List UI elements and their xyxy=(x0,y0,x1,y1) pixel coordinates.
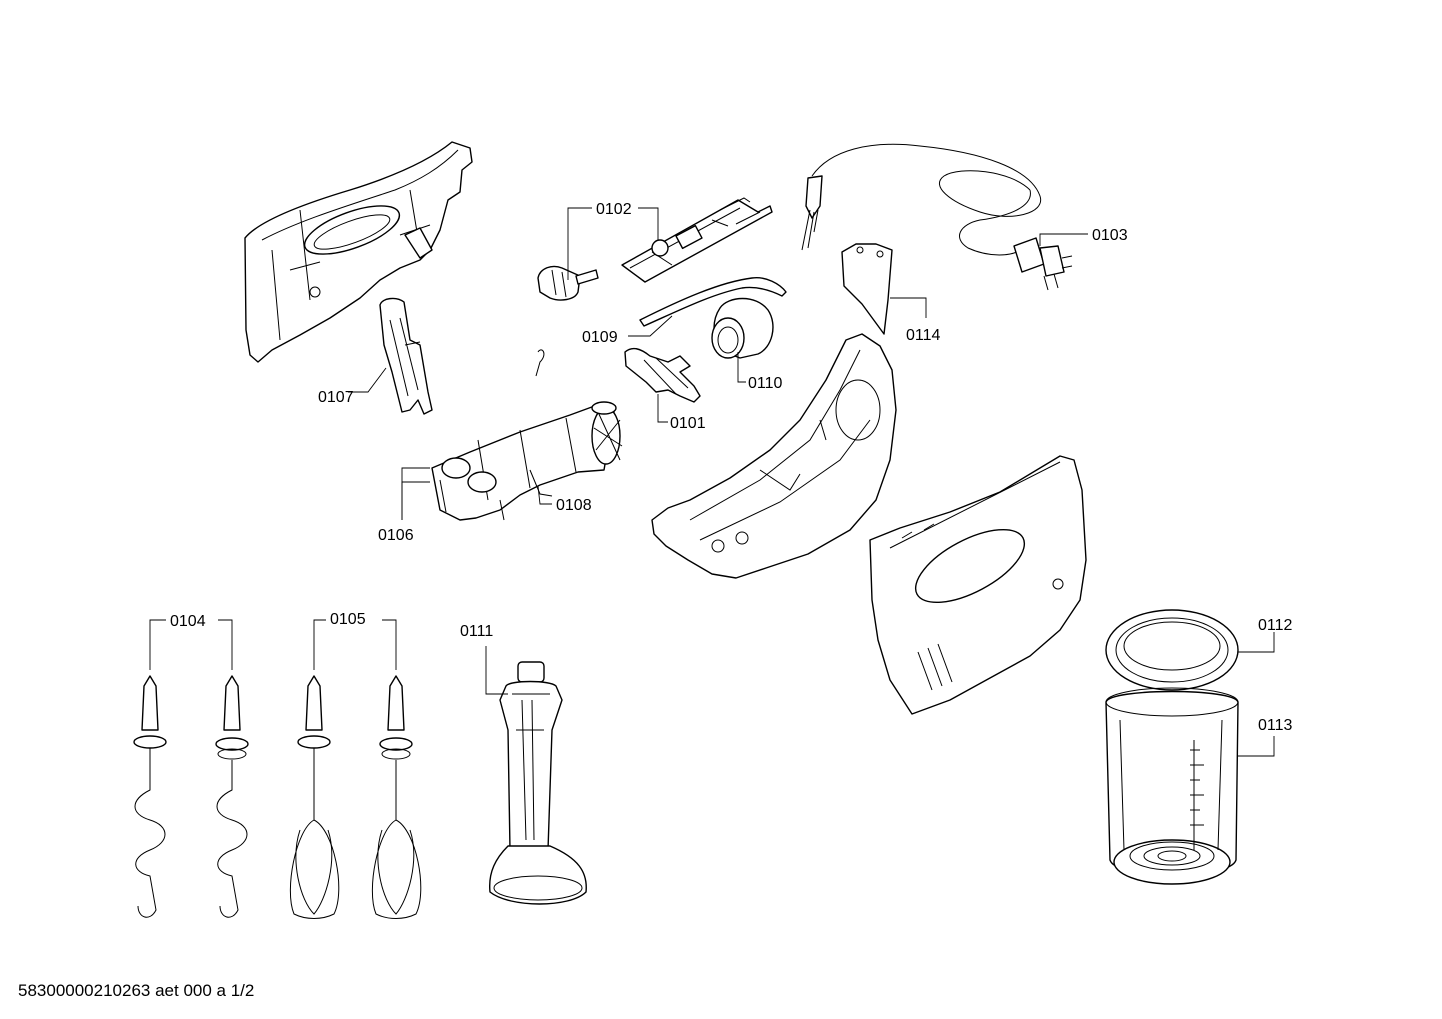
label-0109: 0109 xyxy=(582,329,618,346)
upper-housing-shell xyxy=(244,141,473,363)
motor-bracket-part: 0101 xyxy=(535,347,706,432)
switch-knob-part: 0102 xyxy=(537,201,659,301)
label-0111: 0111 xyxy=(460,623,493,640)
leader-0107 xyxy=(348,367,387,393)
label-0104: 0104 xyxy=(170,613,206,630)
label-0106: 0106 xyxy=(378,527,414,544)
label-0105: 0105 xyxy=(330,611,366,628)
leader-0108 xyxy=(537,485,552,505)
label-0103: 0103 xyxy=(1092,227,1128,244)
leader-0102-right xyxy=(638,207,659,246)
document-id: 58300000210263 aet 000 a 1/2 xyxy=(18,981,255,1000)
label-0107: 0107 xyxy=(318,389,354,406)
circuit-board-part xyxy=(621,197,773,283)
motor-assembly-part: 0106 0108 xyxy=(378,401,623,544)
leader-0106 xyxy=(401,467,430,520)
cable-strip-part: 0109 xyxy=(582,277,787,346)
label-0110: 0110 xyxy=(748,375,783,392)
label-0112: 0112 xyxy=(1258,617,1293,634)
leader-0102-left xyxy=(567,207,592,280)
label-0101: 0101 xyxy=(670,415,706,432)
small-cover-part: 0114 xyxy=(841,243,941,344)
beaker-lid-part: 0112 xyxy=(1105,609,1293,691)
bearing-sleeve-part: 0110 xyxy=(711,297,783,392)
blender-wand-part: 0111 xyxy=(460,623,587,905)
handle-clip-part: 0107 xyxy=(318,297,433,415)
label-0102: 0102 xyxy=(596,201,632,218)
leader-0113 xyxy=(1238,736,1275,757)
leader-0114 xyxy=(890,297,927,318)
dough-hooks-part: 0104 xyxy=(133,613,249,918)
leader-0104-left xyxy=(149,619,166,670)
whisks-part: 0105 xyxy=(289,611,422,919)
leader-0109 xyxy=(628,315,673,337)
leader-0111 xyxy=(485,646,508,695)
leader-0110 xyxy=(737,352,746,383)
leader-0104-right xyxy=(218,619,233,670)
outer-housing-cover xyxy=(869,455,1087,715)
leader-0105-left xyxy=(313,619,326,670)
leader-0101 xyxy=(657,394,668,423)
lower-housing-shell xyxy=(651,333,897,579)
power-cord-part: 0103 xyxy=(801,143,1128,291)
beaker-part: 0113 xyxy=(1105,687,1293,885)
label-0113: 0113 xyxy=(1258,717,1293,734)
leader-0105-right xyxy=(382,619,397,670)
label-0114: 0114 xyxy=(906,327,941,344)
label-0108: 0108 xyxy=(556,497,592,514)
leader-0103 xyxy=(1039,233,1088,246)
leader-0112 xyxy=(1238,632,1275,653)
